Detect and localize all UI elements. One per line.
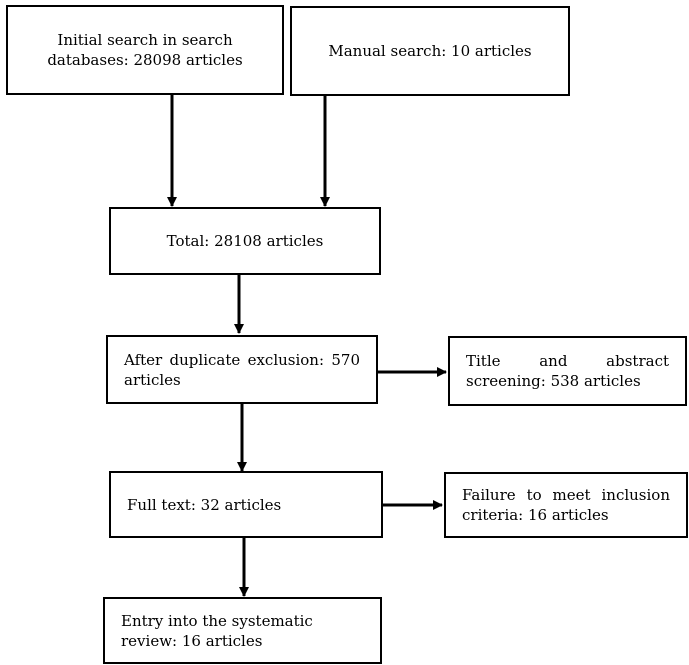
failure-inclusion-box: Failure to meet inclusion criteria: 16 a… bbox=[444, 472, 688, 538]
total-label: Total: 28108 articles bbox=[166, 232, 324, 250]
initial-search-box: Initial search in search databases: 2809… bbox=[6, 5, 284, 95]
full-text-box: Full text: 32 articles bbox=[109, 471, 383, 538]
entry-review-box: Entry into the systematic review: 16 art… bbox=[103, 597, 382, 664]
title-abstract-box: Title and abstract screening: 538 articl… bbox=[448, 336, 687, 406]
total-box: Total: 28108 articles bbox=[109, 207, 381, 275]
initial-search-label: Initial search in search databases: 2809… bbox=[47, 31, 243, 69]
manual-search-box: Manual search: 10 articles bbox=[290, 6, 570, 96]
failure-inclusion-label: Failure to meet inclusion criteria: 16 a… bbox=[462, 486, 670, 524]
full-text-label: Full text: 32 articles bbox=[127, 495, 282, 514]
entry-review-label: Entry into the systematic review: 16 art… bbox=[121, 611, 313, 650]
manual-search-label: Manual search: 10 articles bbox=[328, 42, 532, 60]
after-duplicate-label: After duplicate exclusion: 570 articles bbox=[124, 350, 360, 389]
after-duplicate-box: After duplicate exclusion: 570 articles bbox=[106, 335, 378, 404]
title-abstract-label: Title and abstract screening: 538 articl… bbox=[466, 352, 669, 390]
